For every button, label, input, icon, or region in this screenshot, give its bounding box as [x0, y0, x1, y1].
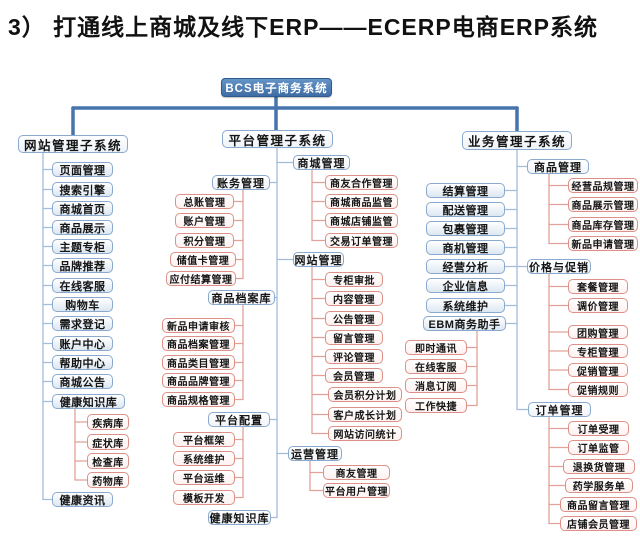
- node-page-mgmt: 页面管理: [52, 162, 113, 177]
- node-content-mgmt: 内容管理: [325, 291, 383, 306]
- node-template-dev: 模板开发: [173, 490, 235, 505]
- node-order-monitor: 订单监管: [568, 440, 629, 455]
- node-partner-mgmt: 商友管理: [323, 465, 390, 480]
- node-work-shortcut: 工作快捷: [405, 398, 467, 413]
- node-mall-mgmt: 商城管理: [293, 155, 350, 170]
- node-product-archive-mgmt: 商品档案管理: [162, 336, 235, 351]
- node-mall-notice: 商城公告: [52, 374, 113, 389]
- node-system-maintain-mid: 系统维护: [173, 451, 235, 466]
- node-exam-lib: 检查库: [87, 453, 129, 469]
- node-payable-settle-mgmt: 应付结算管理: [166, 271, 236, 286]
- node-goods-mgmt: 商品管理: [527, 159, 589, 174]
- node-brand-recommend: 品牌推荐: [52, 258, 113, 273]
- node-opportunity-mgmt: 商机管理: [426, 240, 505, 255]
- node-trade-order-mgmt: 交易订单管理: [325, 233, 398, 248]
- node-customer-growth-plan: 客户成长计划: [328, 407, 402, 422]
- node-goods-message-mgmt: 商品留言管理: [560, 497, 637, 512]
- node-account-center: 账户中心: [52, 336, 113, 351]
- slide-title: 3） 打通线上商城及线下ERP——ECERP电商ERP系统: [8, 14, 599, 40]
- node-ebm-assistant: EBM商务助手: [423, 316, 506, 331]
- node-new-product-review: 新品申请审核: [162, 318, 235, 333]
- node-theme-counter: 主题专柜: [52, 239, 113, 254]
- node-account-mgmt: 账户管理: [175, 213, 234, 228]
- node-shopping-cart: 购物车: [52, 297, 113, 312]
- node-mall-product-monitor: 商城商品监管: [325, 194, 398, 209]
- node-sku-mgmt: 经营品规管理: [568, 178, 638, 193]
- node-website-subsystem: 网站管理子系统: [18, 135, 128, 153]
- node-product-category-mgmt: 商品类目管理: [162, 355, 235, 370]
- node-ops-mgmt: 运营管理: [288, 446, 342, 461]
- node-bcs-root: BCS电子商务系统: [221, 78, 332, 97]
- node-platform-frame: 平台框架: [173, 432, 235, 447]
- node-order-mgmt: 订单管理: [528, 402, 591, 417]
- node-group-buy-mgmt: 团购管理: [568, 325, 628, 340]
- node-symptom-lib: 症状库: [87, 434, 129, 450]
- node-medicine-lib: 药物库: [87, 472, 129, 488]
- node-order-accept: 订单受理: [568, 421, 629, 436]
- node-promo-mgmt: 促销管理: [568, 363, 628, 378]
- node-online-service-web: 在线客服: [52, 278, 113, 293]
- node-health-kb-web: 健康知识库: [52, 394, 125, 409]
- node-shop-member-mgmt: 店铺会员管理: [560, 516, 637, 531]
- node-promo-rule: 促销规则: [568, 382, 628, 397]
- node-member-mgmt: 会员管理: [325, 368, 383, 383]
- node-new-goods-apply-mgmt: 新品申请管理: [568, 236, 638, 251]
- node-health-kb-mid: 健康知识库: [208, 510, 271, 525]
- node-enterprise-info: 企业信息: [426, 278, 505, 293]
- node-mall-shop-monitor: 商城店铺监管: [325, 213, 398, 228]
- node-online-service-ebm: 在线客服: [405, 359, 467, 374]
- node-platform-user-mgmt: 平台用户管理: [323, 483, 390, 498]
- node-platform-subsystem: 平台管理子系统: [222, 130, 333, 148]
- node-finance-mgmt: 账务管理: [212, 175, 270, 190]
- node-im-chat: 即时通讯: [405, 340, 467, 355]
- node-goods-display-mgmt: 商品展示管理: [568, 197, 638, 212]
- node-delivery-mgmt: 配送管理: [426, 202, 505, 217]
- node-return-exchange-mgmt: 退换货管理: [563, 459, 635, 474]
- node-partner-coop-mgmt: 商友合作管理: [325, 175, 398, 190]
- node-health-info: 健康资讯: [52, 492, 113, 507]
- node-pharmacy-service-order: 药学服务单: [565, 478, 633, 493]
- node-business-analysis: 经营分析: [426, 259, 505, 274]
- node-message-mgmt: 留言管理: [325, 330, 383, 345]
- node-points-mgmt: 积分管理: [175, 233, 234, 248]
- node-combo-mgmt: 套餐管理: [568, 279, 628, 294]
- node-platform-ops: 平台运维: [173, 470, 235, 485]
- node-goods-stock-mgmt: 商品库存管理: [568, 217, 638, 232]
- node-platform-config: 平台配置: [208, 412, 270, 427]
- node-business-subsystem: 业务管理子系统: [462, 131, 572, 150]
- node-package-mgmt: 包裹管理: [426, 221, 505, 236]
- node-product-display: 商品展示: [52, 220, 113, 235]
- node-site-visit-stats: 网站访问统计: [328, 426, 402, 441]
- node-product-spec-mgmt: 商品规格管理: [162, 392, 235, 407]
- node-stored-card-mgmt: 储值卡管理: [170, 252, 236, 267]
- node-help-center: 帮助中心: [52, 355, 113, 370]
- node-comment-mgmt: 评论管理: [325, 349, 383, 364]
- node-price-promo: 价格与促销: [527, 259, 591, 274]
- node-counter-mgmt: 专柜管理: [568, 344, 628, 359]
- node-ledger-mgmt: 总账管理: [175, 194, 234, 209]
- node-notice-mgmt: 公告管理: [325, 311, 383, 326]
- node-message-subscribe: 消息订阅: [405, 378, 467, 393]
- node-disease-lib: 疾病库: [87, 414, 129, 430]
- node-mall-home: 商城首页: [52, 201, 113, 216]
- node-counter-approve: 专柜审批: [325, 272, 383, 287]
- node-search-engine: 搜索引擎: [52, 182, 113, 197]
- node-demand-register: 需求登记: [52, 316, 113, 331]
- node-price-adjust-mgmt: 调价管理: [568, 298, 628, 313]
- node-site-mgmt: 网站管理: [293, 252, 344, 267]
- node-product-archive-lib: 商品档案库: [208, 290, 275, 305]
- node-settle-mgmt: 结算管理: [426, 183, 505, 198]
- node-product-brand-mgmt: 商品品牌管理: [162, 373, 235, 388]
- node-system-maintain-right: 系统维护: [426, 298, 505, 313]
- node-member-points-plan: 会员积分计划: [328, 387, 402, 402]
